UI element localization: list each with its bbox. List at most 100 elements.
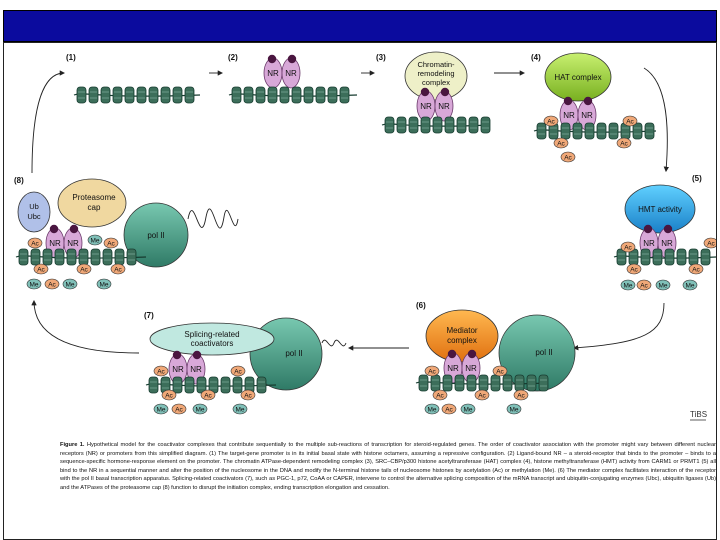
me-mark bbox=[620, 279, 636, 291]
ac-mark bbox=[161, 389, 177, 401]
ac-label: Ac bbox=[478, 393, 486, 400]
me-mark bbox=[192, 403, 208, 415]
ac-label: Ac bbox=[626, 119, 634, 126]
nucleosome bbox=[102, 248, 113, 266]
step-8-label: (8) bbox=[14, 176, 24, 185]
ac-label: Ac bbox=[48, 282, 56, 289]
nucleosome bbox=[644, 122, 655, 140]
ac-mark bbox=[76, 263, 92, 275]
ac-label: Ac bbox=[37, 267, 45, 274]
ac-mark bbox=[553, 137, 569, 149]
nucleosome bbox=[291, 86, 302, 104]
nucleosome bbox=[480, 116, 491, 134]
me-mark bbox=[655, 279, 671, 291]
me-label: Me bbox=[195, 407, 204, 414]
ac-mark bbox=[432, 389, 448, 401]
nucleosome bbox=[454, 374, 465, 392]
nucleosome bbox=[255, 86, 266, 104]
mediator-label-line-2: complex bbox=[447, 336, 477, 345]
ligand-left bbox=[563, 96, 573, 106]
nucleosome bbox=[315, 86, 326, 104]
ac-label: Ac bbox=[175, 407, 183, 414]
nr-right-label: NR bbox=[190, 365, 202, 374]
nucleosome bbox=[432, 116, 443, 134]
nucleosome bbox=[243, 86, 254, 104]
nucleosome bbox=[100, 86, 111, 104]
nr-left-label: NR bbox=[563, 111, 575, 120]
proteasome-label-line-2: cap bbox=[88, 203, 101, 212]
ligand-right bbox=[663, 224, 673, 234]
nucleosome bbox=[608, 122, 619, 140]
nucleosome bbox=[66, 248, 77, 266]
ac-mark bbox=[424, 365, 440, 377]
pol-ii-label: pol II bbox=[147, 231, 164, 240]
ac-label: Ac bbox=[436, 393, 444, 400]
nucleosome bbox=[408, 116, 419, 134]
nr-right-label: NR bbox=[285, 69, 297, 78]
me-mark bbox=[424, 403, 440, 415]
me-label: Me bbox=[99, 282, 108, 289]
ub-label: Ub bbox=[29, 202, 39, 211]
ac-label: Ac bbox=[107, 241, 115, 248]
nucleosome bbox=[700, 248, 711, 266]
ac-mark bbox=[543, 115, 559, 127]
tibs-mark: TiBS bbox=[690, 410, 707, 419]
dna-strand bbox=[613, 248, 716, 266]
ligand-right bbox=[467, 349, 477, 359]
nucleosome bbox=[466, 374, 477, 392]
nr-right-label: NR bbox=[438, 102, 450, 111]
nucleosome bbox=[560, 122, 571, 140]
nr-right-label: NR bbox=[465, 364, 477, 373]
nr-right-label: NR bbox=[67, 239, 79, 248]
ac-mark bbox=[153, 365, 169, 377]
cycle-arrow-5 bbox=[572, 302, 665, 351]
nucleosome bbox=[538, 374, 549, 392]
ligand-left bbox=[49, 224, 59, 234]
pol-ii-label: pol II bbox=[535, 348, 552, 357]
me-mark bbox=[153, 403, 169, 415]
mediator-complex bbox=[425, 309, 499, 363]
ub-ubc-complex bbox=[17, 191, 51, 233]
ac-label: Ac bbox=[564, 155, 572, 162]
nucleosome bbox=[444, 116, 455, 134]
ac-label: Ac bbox=[517, 393, 525, 400]
dna-strand bbox=[228, 86, 358, 104]
nucleosome bbox=[231, 86, 242, 104]
splicing-label-line-1: Splicing-related bbox=[184, 330, 239, 339]
chromatin-remodeling-label-line-2: remodeling bbox=[417, 69, 454, 78]
ac-mark bbox=[513, 389, 529, 401]
nucleosome bbox=[232, 376, 243, 394]
ligand-right bbox=[440, 87, 450, 97]
nucleosome bbox=[30, 248, 41, 266]
nucleosome bbox=[502, 374, 513, 392]
nucleosome bbox=[172, 376, 183, 394]
ac-label: Ac bbox=[157, 369, 165, 376]
nucleosome bbox=[184, 376, 195, 394]
ac-label: Ac bbox=[428, 369, 436, 376]
mrna-transcript bbox=[187, 208, 239, 229]
ac-mark bbox=[616, 137, 632, 149]
mediator-label-line-1: Mediator bbox=[446, 326, 477, 335]
nucleosome bbox=[148, 376, 159, 394]
ac-label: Ac bbox=[640, 283, 648, 290]
nucleosome bbox=[124, 86, 135, 104]
ac-label: Ac bbox=[692, 267, 700, 274]
ac-mark bbox=[620, 241, 636, 253]
nucleosome bbox=[430, 374, 441, 392]
ac-label: Ac bbox=[234, 369, 242, 376]
pol-ii-label: pol II bbox=[285, 349, 302, 358]
nucleosome bbox=[456, 116, 467, 134]
splicing-label-line-2: coactivators bbox=[191, 339, 234, 348]
ac-label: Ac bbox=[244, 393, 252, 400]
me-mark bbox=[232, 403, 248, 415]
pol-ii-complex bbox=[123, 202, 189, 268]
me-label: Me bbox=[509, 407, 518, 414]
caption-figure-label: Figure 1. bbox=[60, 442, 85, 448]
ac-mark bbox=[33, 263, 49, 275]
me-label: Me bbox=[685, 283, 694, 290]
